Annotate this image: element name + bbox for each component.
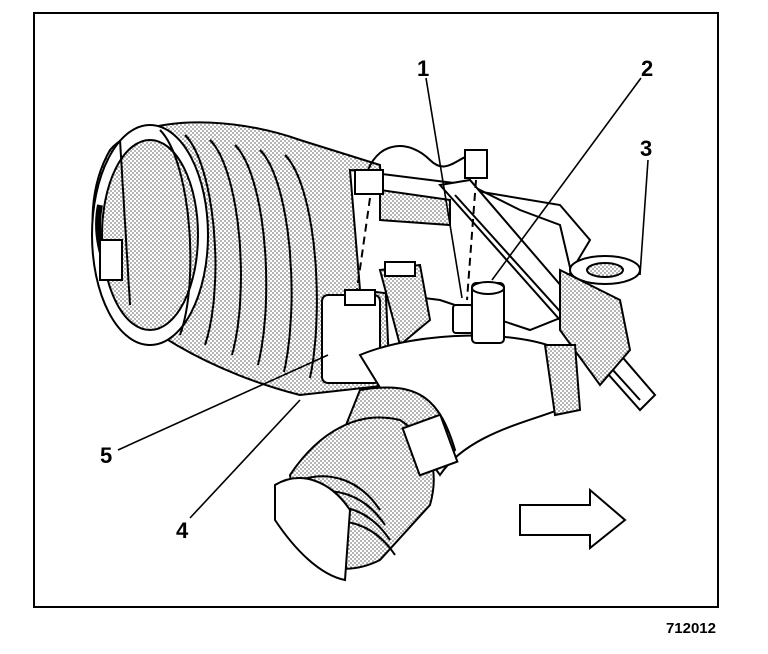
flow-direction-arrow [519, 487, 627, 551]
callout-4: 4 [176, 518, 189, 543]
callout-2: 2 [641, 56, 653, 81]
figure-number: 712012 [665, 620, 716, 637]
air-cleaner-duct [91, 121, 392, 397]
callout-3: 3 [640, 136, 652, 161]
temperature-sensor [452, 281, 505, 344]
leader-lines [117, 77, 649, 519]
wire-harness [354, 145, 488, 301]
outlet-duct [274, 334, 582, 582]
callout-5: 5 [100, 443, 112, 468]
callout-1: 1 [417, 56, 429, 81]
mounting-bracket [438, 178, 657, 412]
